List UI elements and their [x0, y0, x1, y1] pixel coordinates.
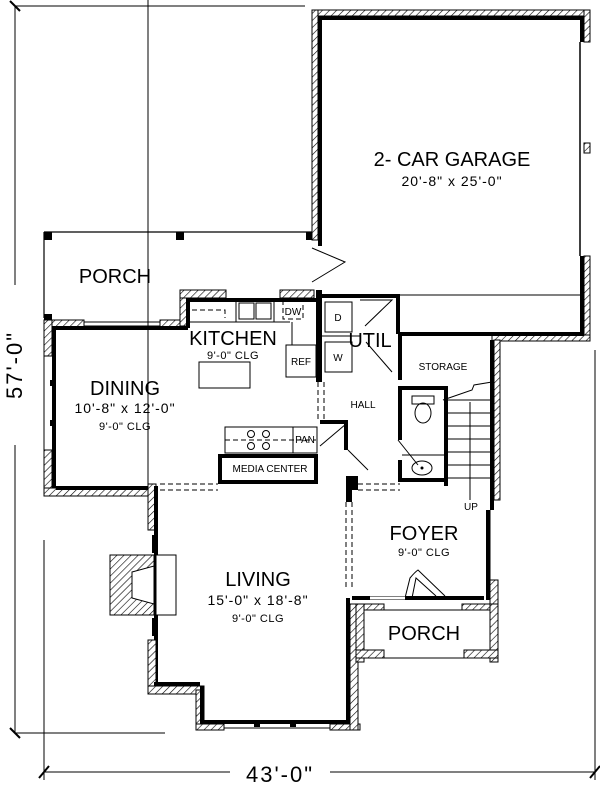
pantry-label: PAN: [295, 435, 315, 446]
living-ceiling: 9'-0" CLG: [232, 613, 284, 625]
dining-ceiling: 9'-0" CLG: [99, 421, 151, 433]
foyer-label: FOYER: [390, 523, 459, 545]
washer-label: W: [333, 353, 343, 364]
media-center: [160, 454, 318, 491]
dishwasher-label: DW: [285, 307, 302, 318]
utility-room: [317, 294, 400, 420]
kitchen-ceiling: 9'-0" CLG: [207, 350, 259, 362]
dimension-lines: [9, 0, 600, 780]
dryer-label: D: [334, 313, 341, 324]
garage-entry-door[interactable]: [311, 247, 347, 283]
hall-label: HALL: [350, 400, 375, 411]
rear-porch: [43, 231, 312, 320]
kitchen-fixtures: [190, 299, 318, 454]
rear-porch-label: PORCH: [79, 266, 151, 288]
front-door[interactable]: [411, 577, 437, 599]
util-label: UTIL: [348, 330, 391, 352]
storage-label: STORAGE: [419, 362, 468, 373]
kitchen-label: KITCHEN: [189, 328, 277, 350]
garage-size: 20'-8" x 25'-0": [401, 173, 502, 189]
dining-label: DINING: [90, 378, 160, 400]
garage-label: 2- CAR GARAGE: [374, 149, 531, 171]
refrigerator-label: REF: [291, 357, 311, 368]
garage-walls: [311, 9, 591, 342]
living-walls: [109, 0, 361, 731]
living-label: LIVING: [225, 569, 291, 591]
stairs-up-label: UP: [464, 502, 478, 513]
front-porch-label: PORCH: [388, 623, 460, 645]
cooktop-icon: [247, 430, 270, 450]
dining-size: 10'-8" x 12'-0": [74, 400, 175, 416]
foyer-ceiling: 9'-0" CLG: [398, 547, 450, 559]
overall-width-dimension: 43'-0": [246, 762, 314, 785]
living-size: 15'-0" x 18'-8": [207, 592, 308, 608]
hall-storage-bath: [319, 334, 448, 491]
front-porch: [355, 603, 499, 663]
staircase[interactable]: [442, 339, 501, 510]
media-center-label: MEDIA CENTER: [232, 464, 307, 475]
overall-depth-dimension: 57'-0": [2, 331, 27, 399]
